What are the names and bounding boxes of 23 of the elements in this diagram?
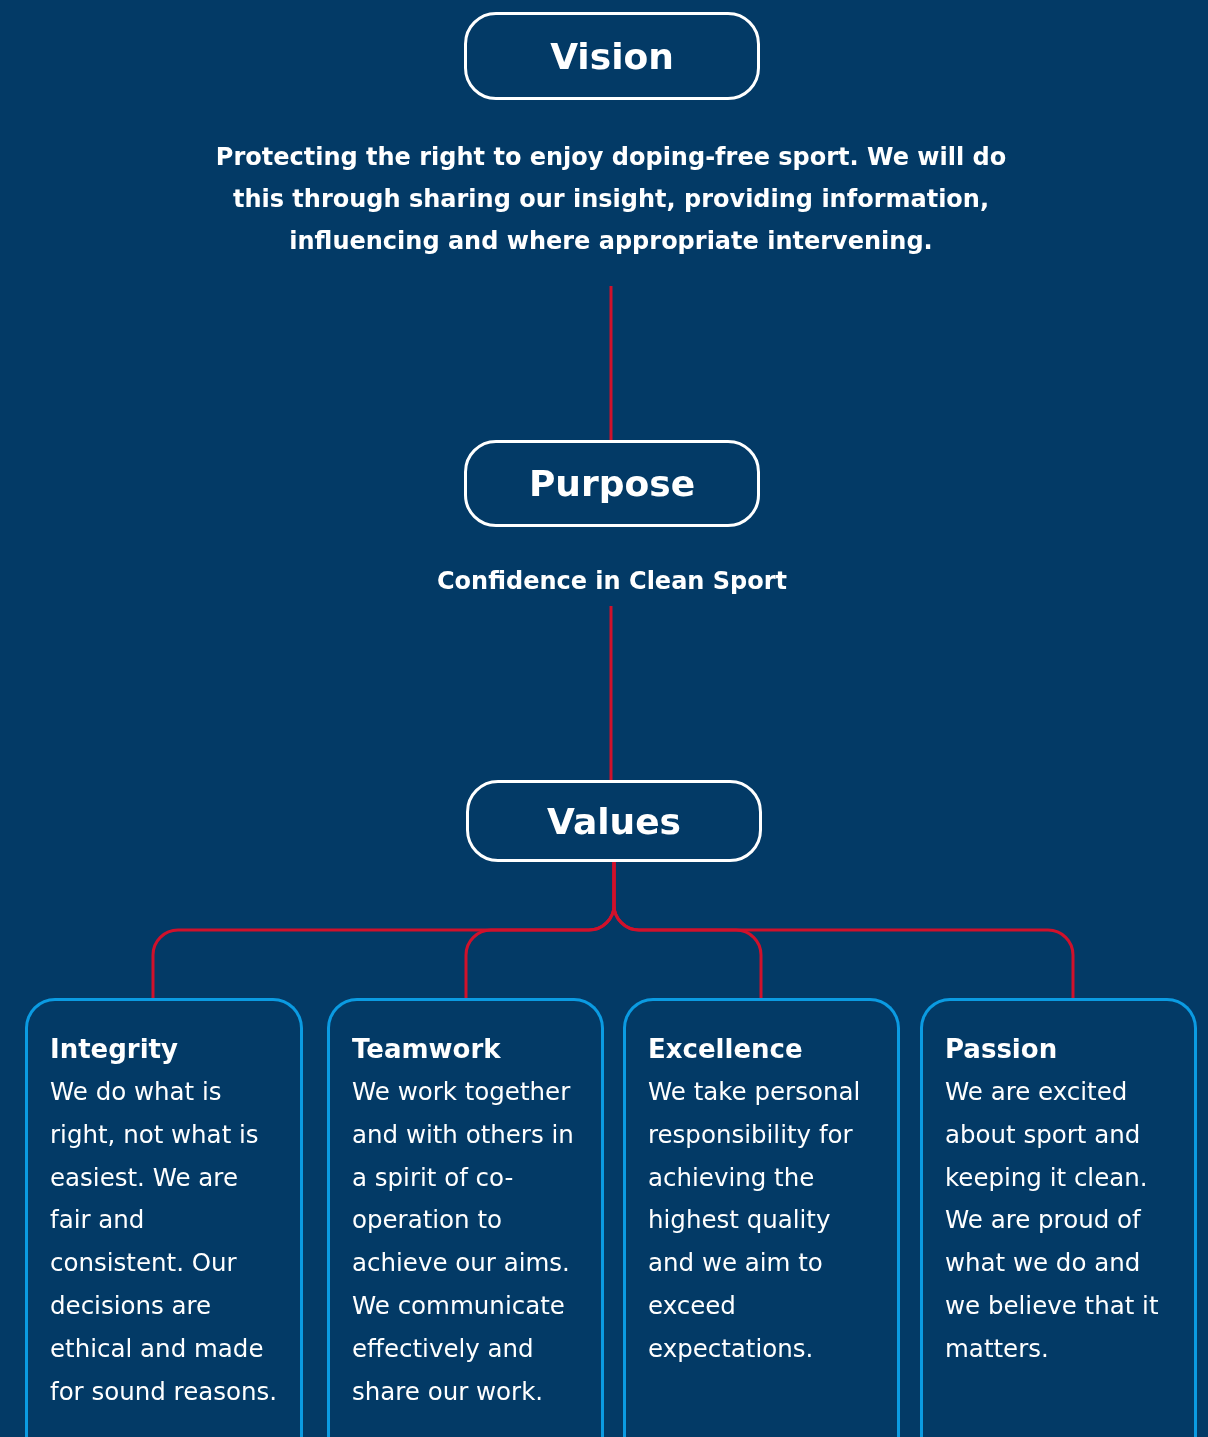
value-card	[25, 998, 303, 1437]
connector-line	[612, 862, 1075, 998]
heading-text: Integrity	[50, 1033, 179, 1066]
heading-text: Values	[547, 800, 681, 842]
heading-pill	[466, 780, 762, 862]
heading-text: Purpose	[528, 463, 696, 504]
statement-text: Protecting the right to enjoy doping-free sport. We will do this through sharing our insight, providing information, influencing and where appropriate intervening.	[190, 136, 1032, 286]
heading-text: Vision	[550, 35, 674, 77]
connector-line	[609, 606, 613, 780]
description-text: We do what is right, not what is easiest. We are fair and consistent. Our decisions are ethical and made for sound reasons.	[50, 1076, 279, 1408]
value-card	[327, 998, 604, 1437]
description-text: We are excited about sport and keeping it clean. We are proud of what we do and we believe that it matters.	[945, 1076, 1160, 1365]
value-card	[623, 998, 900, 1437]
heading-text: Passion	[945, 1033, 1059, 1066]
value-card	[920, 998, 1197, 1437]
heading-pill	[464, 12, 760, 100]
description-text: We take personal responsibility for achieving the highest quality and we aim to exceed expectations.	[648, 1076, 862, 1365]
heading-text: Teamwork	[352, 1033, 502, 1066]
heading-text: Excellence	[648, 1033, 804, 1066]
connector-line	[609, 286, 613, 440]
description-text: We work together and with others in a spirit of co-operation to achieve our aims. We communicate effectively and share our work.	[352, 1076, 575, 1408]
statement-text: Confidence in Clean Sport	[380, 560, 844, 606]
heading-pill	[464, 440, 760, 527]
